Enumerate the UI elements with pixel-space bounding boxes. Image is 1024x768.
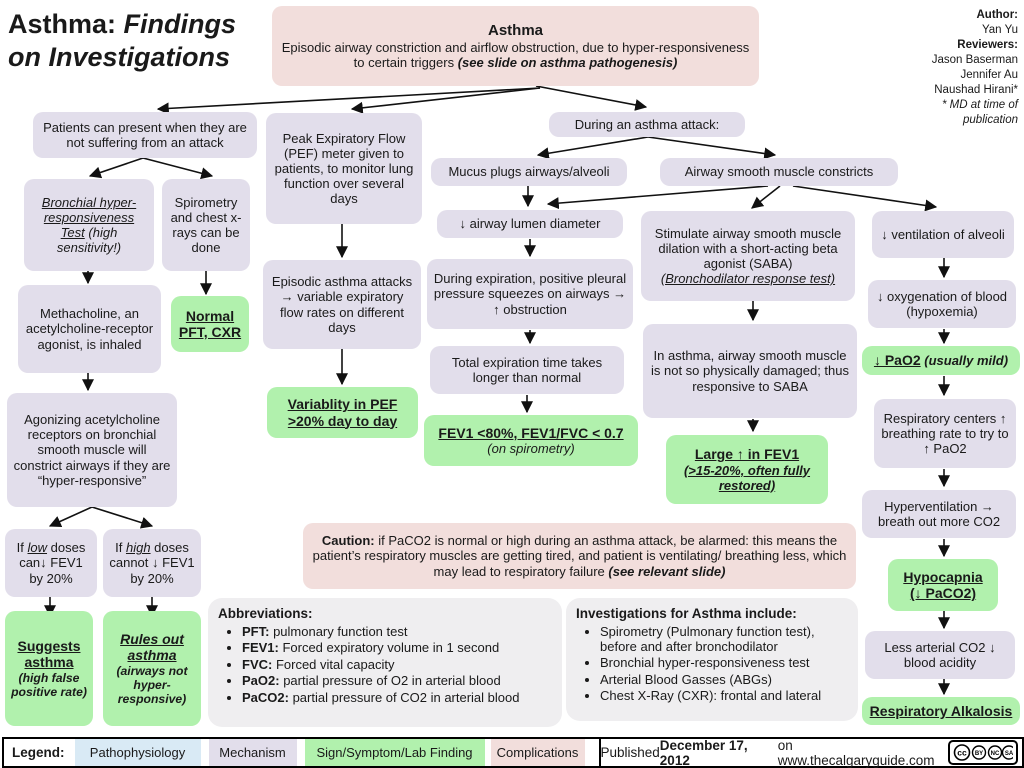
legend-pathophysiology: Pathophysiology	[74, 739, 201, 766]
node-ventilation-alveoli: ↓ ventilation of alveoli	[872, 211, 1014, 258]
legend-mechanism: Mechanism	[208, 739, 297, 766]
node-airway-muscle-constricts: Airway smooth muscle constricts	[660, 158, 898, 186]
author-name: Yan Yu	[981, 23, 1018, 36]
title-prefix: Asthma:	[8, 9, 117, 39]
node-agonizing-receptors: Agonizing acetylcholine receptors on bro…	[7, 393, 177, 507]
node-expiration-pressure: During expiration, positive pleural pres…	[427, 259, 633, 329]
reviewer-name: Jason Baserman	[931, 53, 1018, 66]
abbreviation-item: PaCO2: partial pressure of CO2 in arteri…	[242, 690, 552, 705]
node-suggests-asthma: Suggests asthma(high false positive rate…	[5, 611, 93, 726]
node-spirometry-cxr: Spirometry and chest x-rays can be done	[162, 179, 250, 271]
node-hypocapnia: Hypocapnia (↓ PaCO2)	[888, 559, 998, 611]
node-less-arterial-co2: Less arterial CO2 ↓ blood acidity	[865, 631, 1015, 679]
cc-license-badge: cc BY NC SA	[948, 740, 1018, 765]
abbreviations-box: Abbreviations: PFT: pulmonary function t…	[208, 598, 562, 727]
investigation-item: Spirometry (Pulmonary function test), be…	[600, 624, 848, 654]
node-low-dose-fev1-drop: If low doses can↓ FEV1 by 20%	[5, 529, 97, 597]
cc-license-icons: cc BY NC SA	[953, 744, 1013, 761]
investigations-box: Investigations for Asthma include: Spiro…	[566, 598, 858, 721]
node-oxygenation-hypoxemia: ↓ oxygenation of blood (hypoxemia)	[868, 280, 1016, 328]
node-methacholine: Methacholine, an acetylcholine-receptor …	[18, 285, 161, 373]
investigations-list: Spirometry (Pulmonary function test), be…	[576, 624, 848, 704]
page-title: Asthma: Findings on Investigations	[8, 8, 270, 74]
node-episodic-attacks-variable-flow: Episodic asthma attacks → variable expir…	[263, 260, 421, 349]
abbreviation-item: PFT: pulmonary function test	[242, 624, 552, 639]
credits-footnote: * MD at time of publication	[941, 98, 1018, 126]
reviewers-label: Reviewers:	[957, 38, 1018, 51]
node-asthma-muscle-responsive-saba: In asthma, airway smooth muscle is not s…	[643, 324, 857, 418]
legend-complications: Complications	[490, 739, 585, 766]
credits-block: Author: Yan Yu Reviewers: Jason Baserman…	[888, 8, 1018, 128]
node-respiratory-centers: Respiratory centers ↑ breathing rate to …	[874, 399, 1016, 468]
node-patients-present: Patients can present when they are not s…	[33, 112, 257, 158]
abbreviations-title: Abbreviations:	[218, 606, 313, 621]
abbreviation-item: FEV1: Forced expiratory volume in 1 seco…	[242, 640, 552, 655]
legend-sign-symptom-lab-finding: Sign/Symptom/Lab Finding	[304, 739, 485, 766]
node-pef-variability: Variablity in PEF >20% day to day	[267, 387, 418, 438]
published-line: Published December 17, 2012 on www.theca…	[600, 737, 935, 768]
node-bronchial-hyperresponsiveness-test: Bronchial hyper-responsiveness Test (hig…	[24, 179, 154, 271]
node-respiratory-alkalosis: Respiratory Alkalosis	[862, 697, 1020, 725]
reviewer-name: Jennifer Au	[960, 68, 1018, 81]
svg-text:NC: NC	[991, 751, 1000, 757]
node-hyperventilation: Hyperventilation → breath out more CO2	[862, 490, 1016, 538]
node-stimulate-saba: Stimulate airway smooth muscle dilation …	[641, 211, 855, 301]
node-large-fev1-increase: Large ↑ in FEV1(>15-20%, often fully res…	[666, 435, 828, 504]
title-emphasis: Findings on Investigations	[8, 9, 237, 72]
node-normal-pft-cxr: Normal PFT, CXR	[171, 296, 249, 352]
reviewer-name: Naushad Hirani*	[934, 83, 1018, 96]
node-rules-out-asthma: Rules out asthma(airways not hyper-respo…	[103, 611, 201, 726]
legend-label: Legend:	[12, 745, 65, 760]
svg-text:SA: SA	[1005, 751, 1013, 757]
investigation-item: Arterial Blood Gasses (ABGs)	[600, 672, 848, 687]
node-mucus-plugs: Mucus plugs airways/alveoli	[431, 158, 627, 186]
node-asthma-definition: Asthma Episodic airway constriction and …	[272, 6, 759, 86]
abbreviation-item: PaO2: partial pressure of O2 in arterial…	[242, 673, 552, 688]
investigation-item: Bronchial hyper-responsiveness test	[600, 655, 848, 670]
node-total-expiration-time: Total expiration time takes longer than …	[430, 346, 624, 394]
node-airway-lumen-diameter: ↓ airway lumen diameter	[437, 210, 623, 238]
asthma-definition-note: (see slide on asthma pathogenesis)	[457, 54, 678, 70]
asthma-heading: Asthma	[487, 22, 543, 40]
abbreviations-list: PFT: pulmonary function test FEV1: Force…	[218, 624, 552, 705]
investigations-title: Investigations for Asthma include:	[576, 606, 797, 621]
abbreviation-item: FVC: Forced vital capacity	[242, 657, 552, 672]
svg-text:BY: BY	[975, 751, 983, 757]
legend-footer-bar: Legend: Pathophysiology Mechanism Sign/S…	[2, 737, 1024, 768]
asthma-definition-text: Episodic airway constriction and airflow…	[281, 39, 750, 70]
investigation-item: Chest X-Ray (CXR): frontal and lateral	[600, 688, 848, 703]
footer-divider	[598, 739, 601, 766]
node-pef-meter: Peak Expiratory Flow (PEF) meter given t…	[266, 113, 422, 224]
node-high-dose-no-fev1-drop: If high doses cannot ↓ FEV1 by 20%	[103, 529, 201, 597]
author-label: Author:	[976, 9, 1018, 21]
node-fev1-low: FEV1 <80%, FEV1/FVC < 0.7(on spirometry)	[424, 415, 638, 466]
node-pao2-low: ↓ PaO2 (usually mild)	[862, 346, 1020, 375]
node-during-attack: During an asthma attack:	[549, 112, 745, 137]
svg-text:cc: cc	[957, 748, 967, 758]
node-caution-paco2: Caution: if PaCO2 is normal or high duri…	[303, 523, 856, 589]
